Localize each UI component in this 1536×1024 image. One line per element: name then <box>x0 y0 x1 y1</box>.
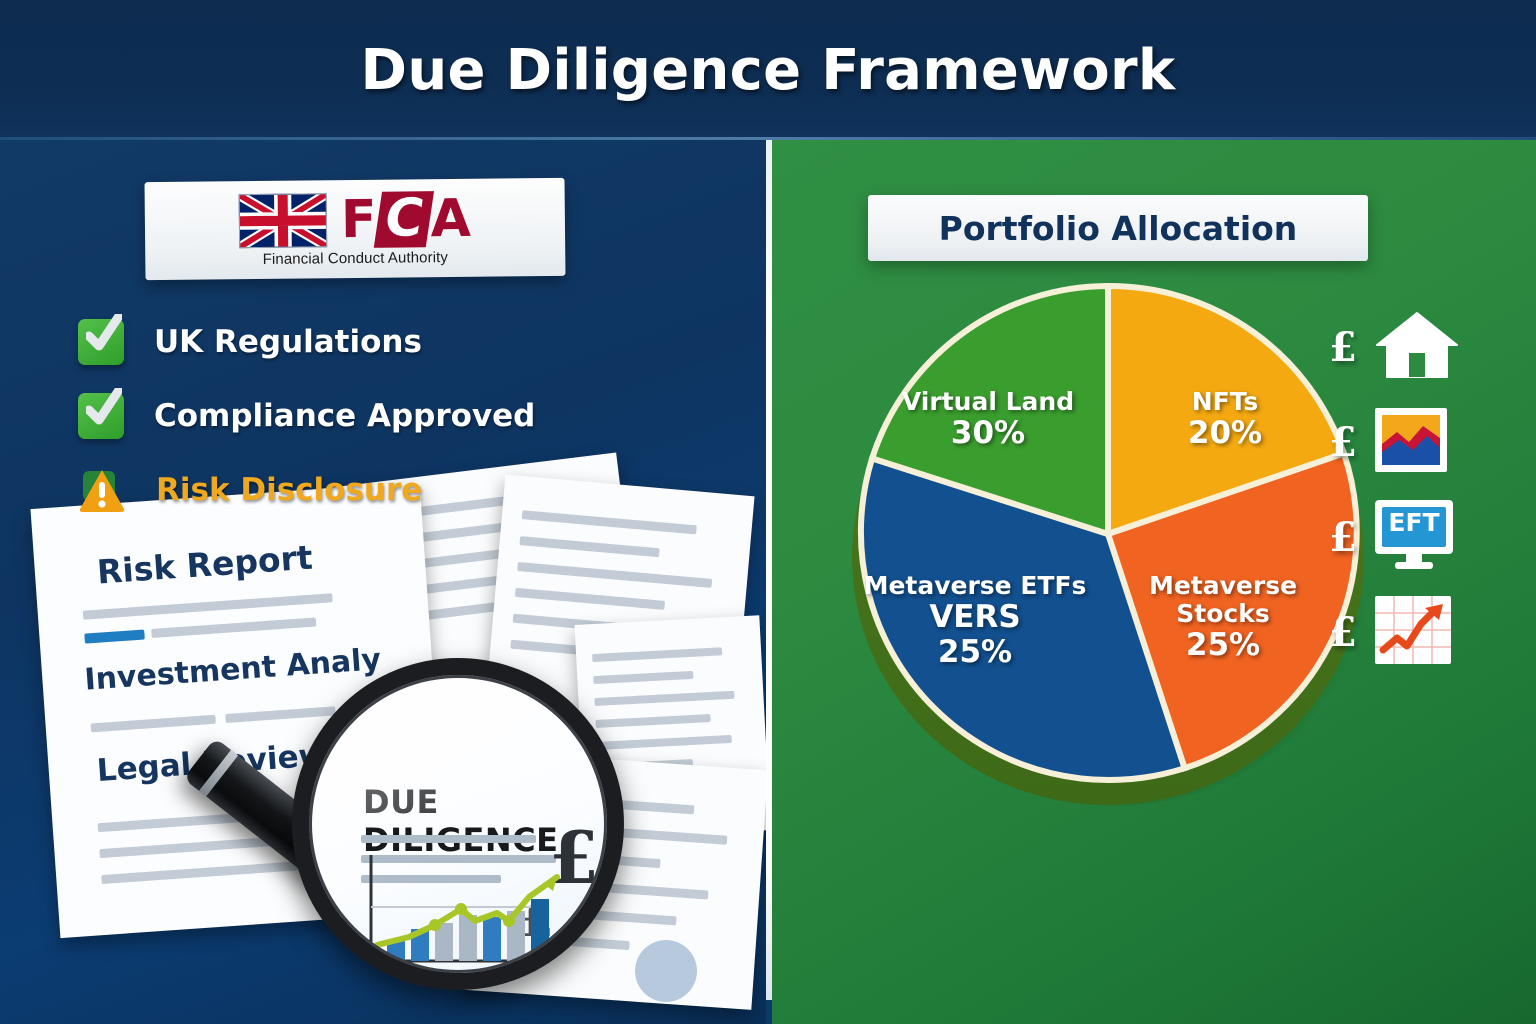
pie-label-nfts: NFTs 20% <box>1187 387 1263 451</box>
page-title: Due Diligence Framework <box>360 37 1176 103</box>
framed-artwork-icon <box>1373 404 1449 481</box>
asset-icon-list: £ £ <box>1325 300 1525 680</box>
asset-row-artwork: £ <box>1325 395 1525 490</box>
asset-row-growth: £ <box>1325 585 1525 680</box>
monitor-icon: EFT <box>1373 498 1455 577</box>
checklist-item-uk-regulations: UK Regulations <box>78 305 698 379</box>
pound-symbol: £ <box>1329 609 1357 656</box>
orange-warning-triangle-icon <box>78 467 126 513</box>
union-jack-flag-icon <box>238 192 328 248</box>
fca-subtitle: Financial Conduct Authority <box>262 248 449 268</box>
pie-slices <box>857 282 1360 784</box>
checklist-label: UK Regulations <box>154 324 422 360</box>
pie-label-metaverse-etfs: Metaverse ETFs VERS 25% <box>863 571 1087 670</box>
pound-symbol: £ <box>1329 514 1357 561</box>
checklist-item-compliance-approved: Compliance Approved <box>78 379 698 453</box>
pie-label-virtual-land: Virtual Land 30% <box>901 387 1075 451</box>
magnifier-glass: DUE DILIGENCE £ £ <box>183 658 624 990</box>
green-checkmark-icon <box>78 388 124 439</box>
fca-letter-f: F <box>340 189 377 250</box>
fca-letter-c: C <box>373 188 434 248</box>
document-title-risk-report: Risk Report <box>95 537 314 592</box>
rising-chart-icon <box>1373 594 1453 671</box>
left-panel-compliance: Risk Report Investment Analy Legal Revie… <box>0 140 766 1024</box>
checklist-item-risk-disclosure: Risk Disclosure <box>78 453 698 527</box>
fca-letter-a: A <box>430 188 472 249</box>
checklist-label: Compliance Approved <box>154 398 536 434</box>
decorative-circle <box>635 940 697 1002</box>
asset-row-property: £ <box>1325 300 1525 395</box>
header-bar: Due Diligence Framework <box>0 0 1536 140</box>
asset-row-eft: £ EFT <box>1325 490 1525 585</box>
portfolio-allocation-title: Portfolio Allocation <box>938 208 1298 248</box>
checklist-label: Risk Disclosure <box>156 472 423 508</box>
pound-symbol: £ <box>1329 324 1357 371</box>
panel-divider <box>766 140 772 1000</box>
compliance-checklist: UK Regulations Compliance Approved <box>78 305 698 527</box>
house-icon <box>1373 309 1461 386</box>
magnifier-rim <box>292 658 624 990</box>
portfolio-allocation-card: Portfolio Allocation <box>868 195 1368 261</box>
pound-symbol: £ <box>1329 419 1357 466</box>
pie-chart: Virtual Land 30% NFTs 20% Metaverse ETFs… <box>840 270 1390 830</box>
monitor-screen-label: EFT <box>1388 508 1440 537</box>
pie-label-metaverse-stocks: Metaverse Stocks 25% <box>1148 571 1298 663</box>
green-checkmark-icon <box>78 314 124 365</box>
right-panel-portfolio: Portfolio Allocation Virtual Land 30% <box>772 140 1536 1024</box>
